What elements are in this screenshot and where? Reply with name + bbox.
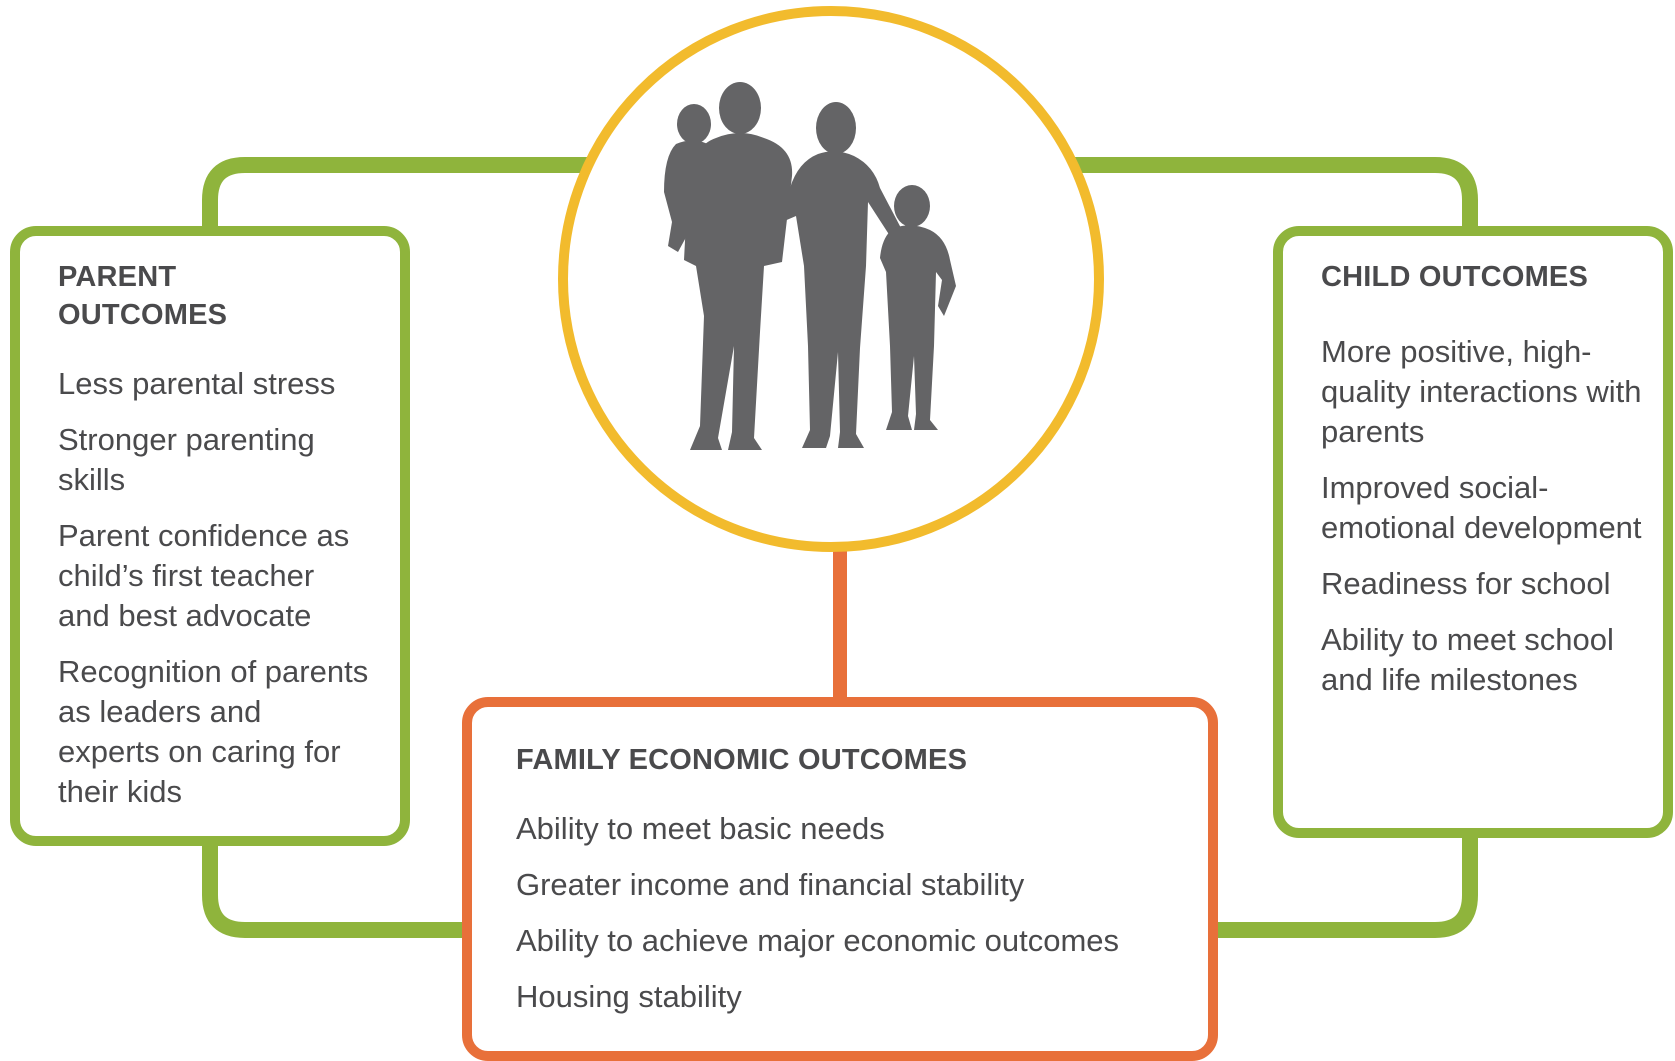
child-outcomes-list: More positive, high-quality interactions…	[1321, 332, 1643, 700]
parent-outcome-item: Recognition of parents as leaders and ex…	[58, 654, 369, 809]
parent-outcomes-box: PARENT OUTCOMES Less parental stress Str…	[10, 226, 410, 846]
parent-outcome-item: Stronger parenting skills	[58, 422, 315, 497]
family-outcome-item: Ability to achieve major economic outcom…	[516, 923, 1120, 958]
family-economic-outcomes-heading: FAMILY ECONOMIC OUTCOMES	[516, 744, 968, 776]
family-economic-outcomes-list: Ability to meet basic needs Greater inco…	[516, 809, 1188, 1017]
parent-outcomes-list: Less parental stress Stronger parenting …	[58, 364, 370, 812]
bottom-left-connector	[202, 840, 470, 938]
parent-outcomes-heading: PARENT OUTCOMES	[58, 261, 228, 331]
child-outcome-item: More positive, high-quality interactions…	[1321, 334, 1642, 449]
family-outcome-item: Greater income and financial stability	[516, 867, 1025, 902]
top-right-connector	[1040, 157, 1478, 232]
top-left-connector	[202, 157, 620, 232]
family-silhouette-icon	[664, 82, 956, 450]
child-outcomes-box: CHILD OUTCOMES More positive, high-quali…	[1273, 226, 1673, 838]
child-outcome-item: Ability to meet school and life mileston…	[1321, 622, 1614, 697]
child-outcomes-heading: CHILD OUTCOMES	[1321, 261, 1589, 293]
family-economic-outcomes-box: FAMILY ECONOMIC OUTCOMES Ability to meet…	[462, 697, 1218, 1061]
child-outcome-item: Readiness for school	[1321, 566, 1611, 601]
family-circle	[558, 6, 1104, 552]
child-outcome-item: Improved social-emotional development	[1321, 470, 1642, 545]
family-outcome-item: Housing stability	[516, 979, 742, 1014]
parent-outcome-item: Parent confidence as child’s first teach…	[58, 518, 350, 633]
parent-outcome-item: Less parental stress	[58, 366, 336, 401]
family-outcome-item: Ability to meet basic needs	[516, 811, 885, 846]
bottom-right-connector	[1210, 832, 1478, 938]
